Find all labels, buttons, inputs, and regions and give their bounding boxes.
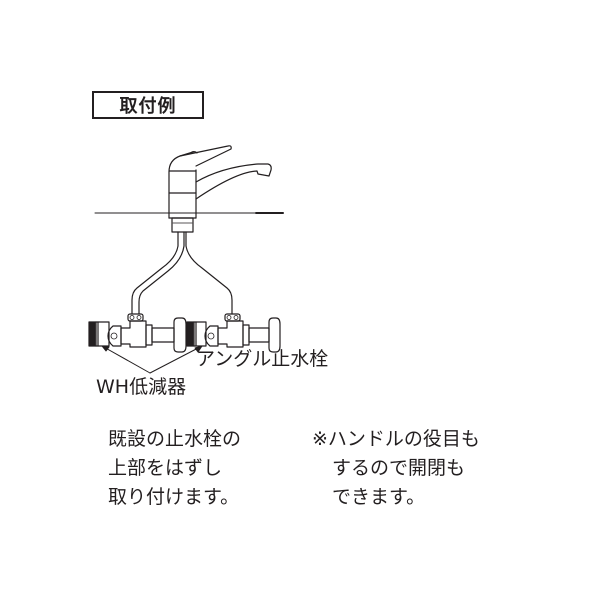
faucet-icon bbox=[168, 145, 272, 233]
installation-note: 既設の止水栓の 上部をはずし 取り付けます。 bbox=[108, 425, 241, 512]
title-box: 取付例 bbox=[92, 91, 204, 119]
right-angle-valve-icon bbox=[204, 313, 281, 353]
note-line: 上部をはずし bbox=[108, 457, 223, 479]
supply-hoses bbox=[131, 231, 233, 315]
right-wh-reducer-icon bbox=[186, 321, 207, 347]
note-line: 既設の止水栓の bbox=[108, 428, 242, 450]
note-line: 取り付けます。 bbox=[108, 486, 240, 508]
note-line: できます。 bbox=[332, 486, 426, 508]
note-line: するので開閉も bbox=[332, 457, 466, 479]
angle-valve-label: アングル止水栓 bbox=[196, 348, 329, 370]
note-line: ※ハンドルの役目も bbox=[312, 428, 480, 450]
left-angle-valve-icon bbox=[107, 313, 187, 353]
left-wh-reducer-icon bbox=[88, 321, 110, 347]
leader-arrows bbox=[101, 345, 203, 374]
wh-reducer-label: WH低減器 bbox=[96, 376, 187, 398]
handle-note: ※ハンドルの役目も するので開閉も できます。 bbox=[312, 425, 480, 512]
